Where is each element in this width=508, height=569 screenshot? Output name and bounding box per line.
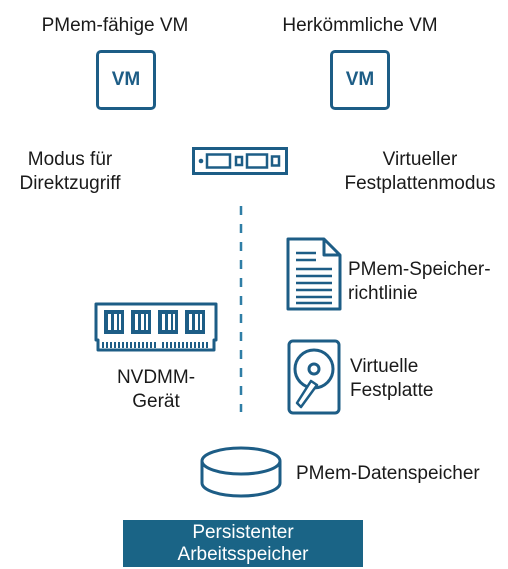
virtual-disk-mode-line2: Festplattenmodus (344, 173, 496, 194)
vm-legacy-title: Herkömmliche VM (282, 15, 438, 36)
direct-access-mode-label: Modus für Direktzugriff (5, 148, 135, 196)
persistent-memory-bar: Persistenter Arbeitsspeicher (123, 520, 363, 567)
server-icon (192, 147, 288, 180)
policy-label: PMem-Speicher- richtlinie (348, 258, 491, 306)
nvdimm-line1: NVDMM- (116, 367, 196, 388)
direct-access-mode-line2: Direktzugriff (19, 173, 121, 194)
policy-line1: PMem-Speicher- (348, 259, 491, 280)
datastore-label: PMem-Datenspeicher (296, 463, 480, 484)
vm-pmem-title: PMem-fähige VM (41, 15, 189, 36)
nvdimm-line2: Gerät (132, 391, 180, 412)
document-icon (286, 237, 342, 316)
hard-disk-icon (287, 339, 341, 420)
virtual-disk-line2: Festplatte (350, 380, 434, 401)
memory-module-icon (94, 302, 218, 357)
persistent-memory-line2: Arbeitsspeicher (177, 543, 309, 565)
virtual-disk-label: Virtuelle Festplatte (350, 355, 433, 403)
policy-line2: richtlinie (348, 283, 418, 304)
nvdimm-label: NVDMM- Gerät (96, 366, 216, 414)
virtual-disk-line1: Virtuelle (350, 356, 419, 377)
datastore-icon (200, 446, 282, 503)
persistent-memory-line1: Persistenter (192, 521, 294, 543)
virtual-disk-mode-line1: Virtueller (382, 149, 458, 170)
vm-legacy-box: VM (330, 50, 390, 110)
vm-pmem-box: VM (96, 50, 156, 110)
divider-line (238, 206, 244, 417)
virtual-disk-mode-label: Virtueller Festplattenmodus (340, 148, 500, 196)
direct-access-mode-line1: Modus für (27, 149, 113, 170)
